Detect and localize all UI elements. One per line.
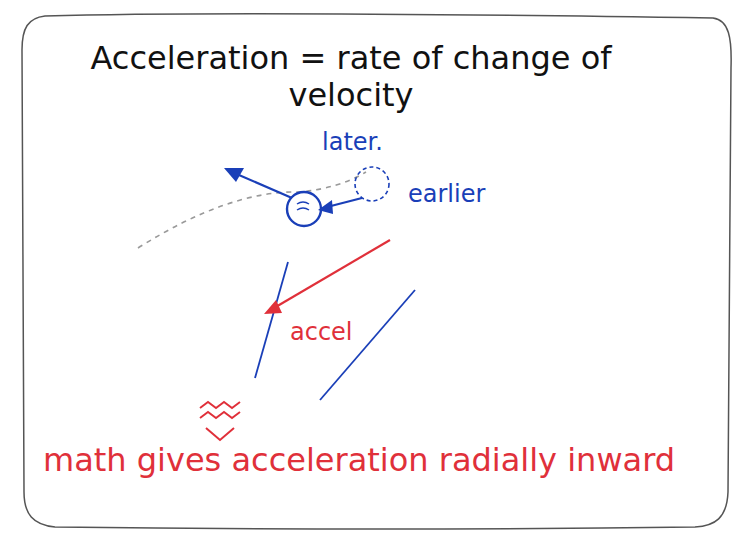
- velocity-arrow: [232, 172, 292, 198]
- panel-border: [22, 14, 731, 529]
- implies-symbol: [200, 402, 240, 440]
- arrow-head: [264, 300, 282, 314]
- arrow-head: [224, 168, 244, 182]
- conclusion-note: math gives acceleration radially inward: [43, 442, 703, 479]
- path-arc: [138, 172, 366, 248]
- time-label: earlier: [408, 180, 485, 208]
- accel-arrow: [274, 240, 390, 308]
- note-panel: Acceleration = rate of change of velocit…: [15, 10, 735, 532]
- time-label: later.: [322, 128, 383, 156]
- velocity-copy: [255, 262, 288, 378]
- heading-note: Acceleration = rate of change of velocit…: [51, 40, 651, 114]
- arrow-head: [318, 200, 333, 214]
- ball-mark: [297, 202, 309, 210]
- earlier-ball: [355, 167, 389, 201]
- accel-label: accel: [290, 318, 353, 346]
